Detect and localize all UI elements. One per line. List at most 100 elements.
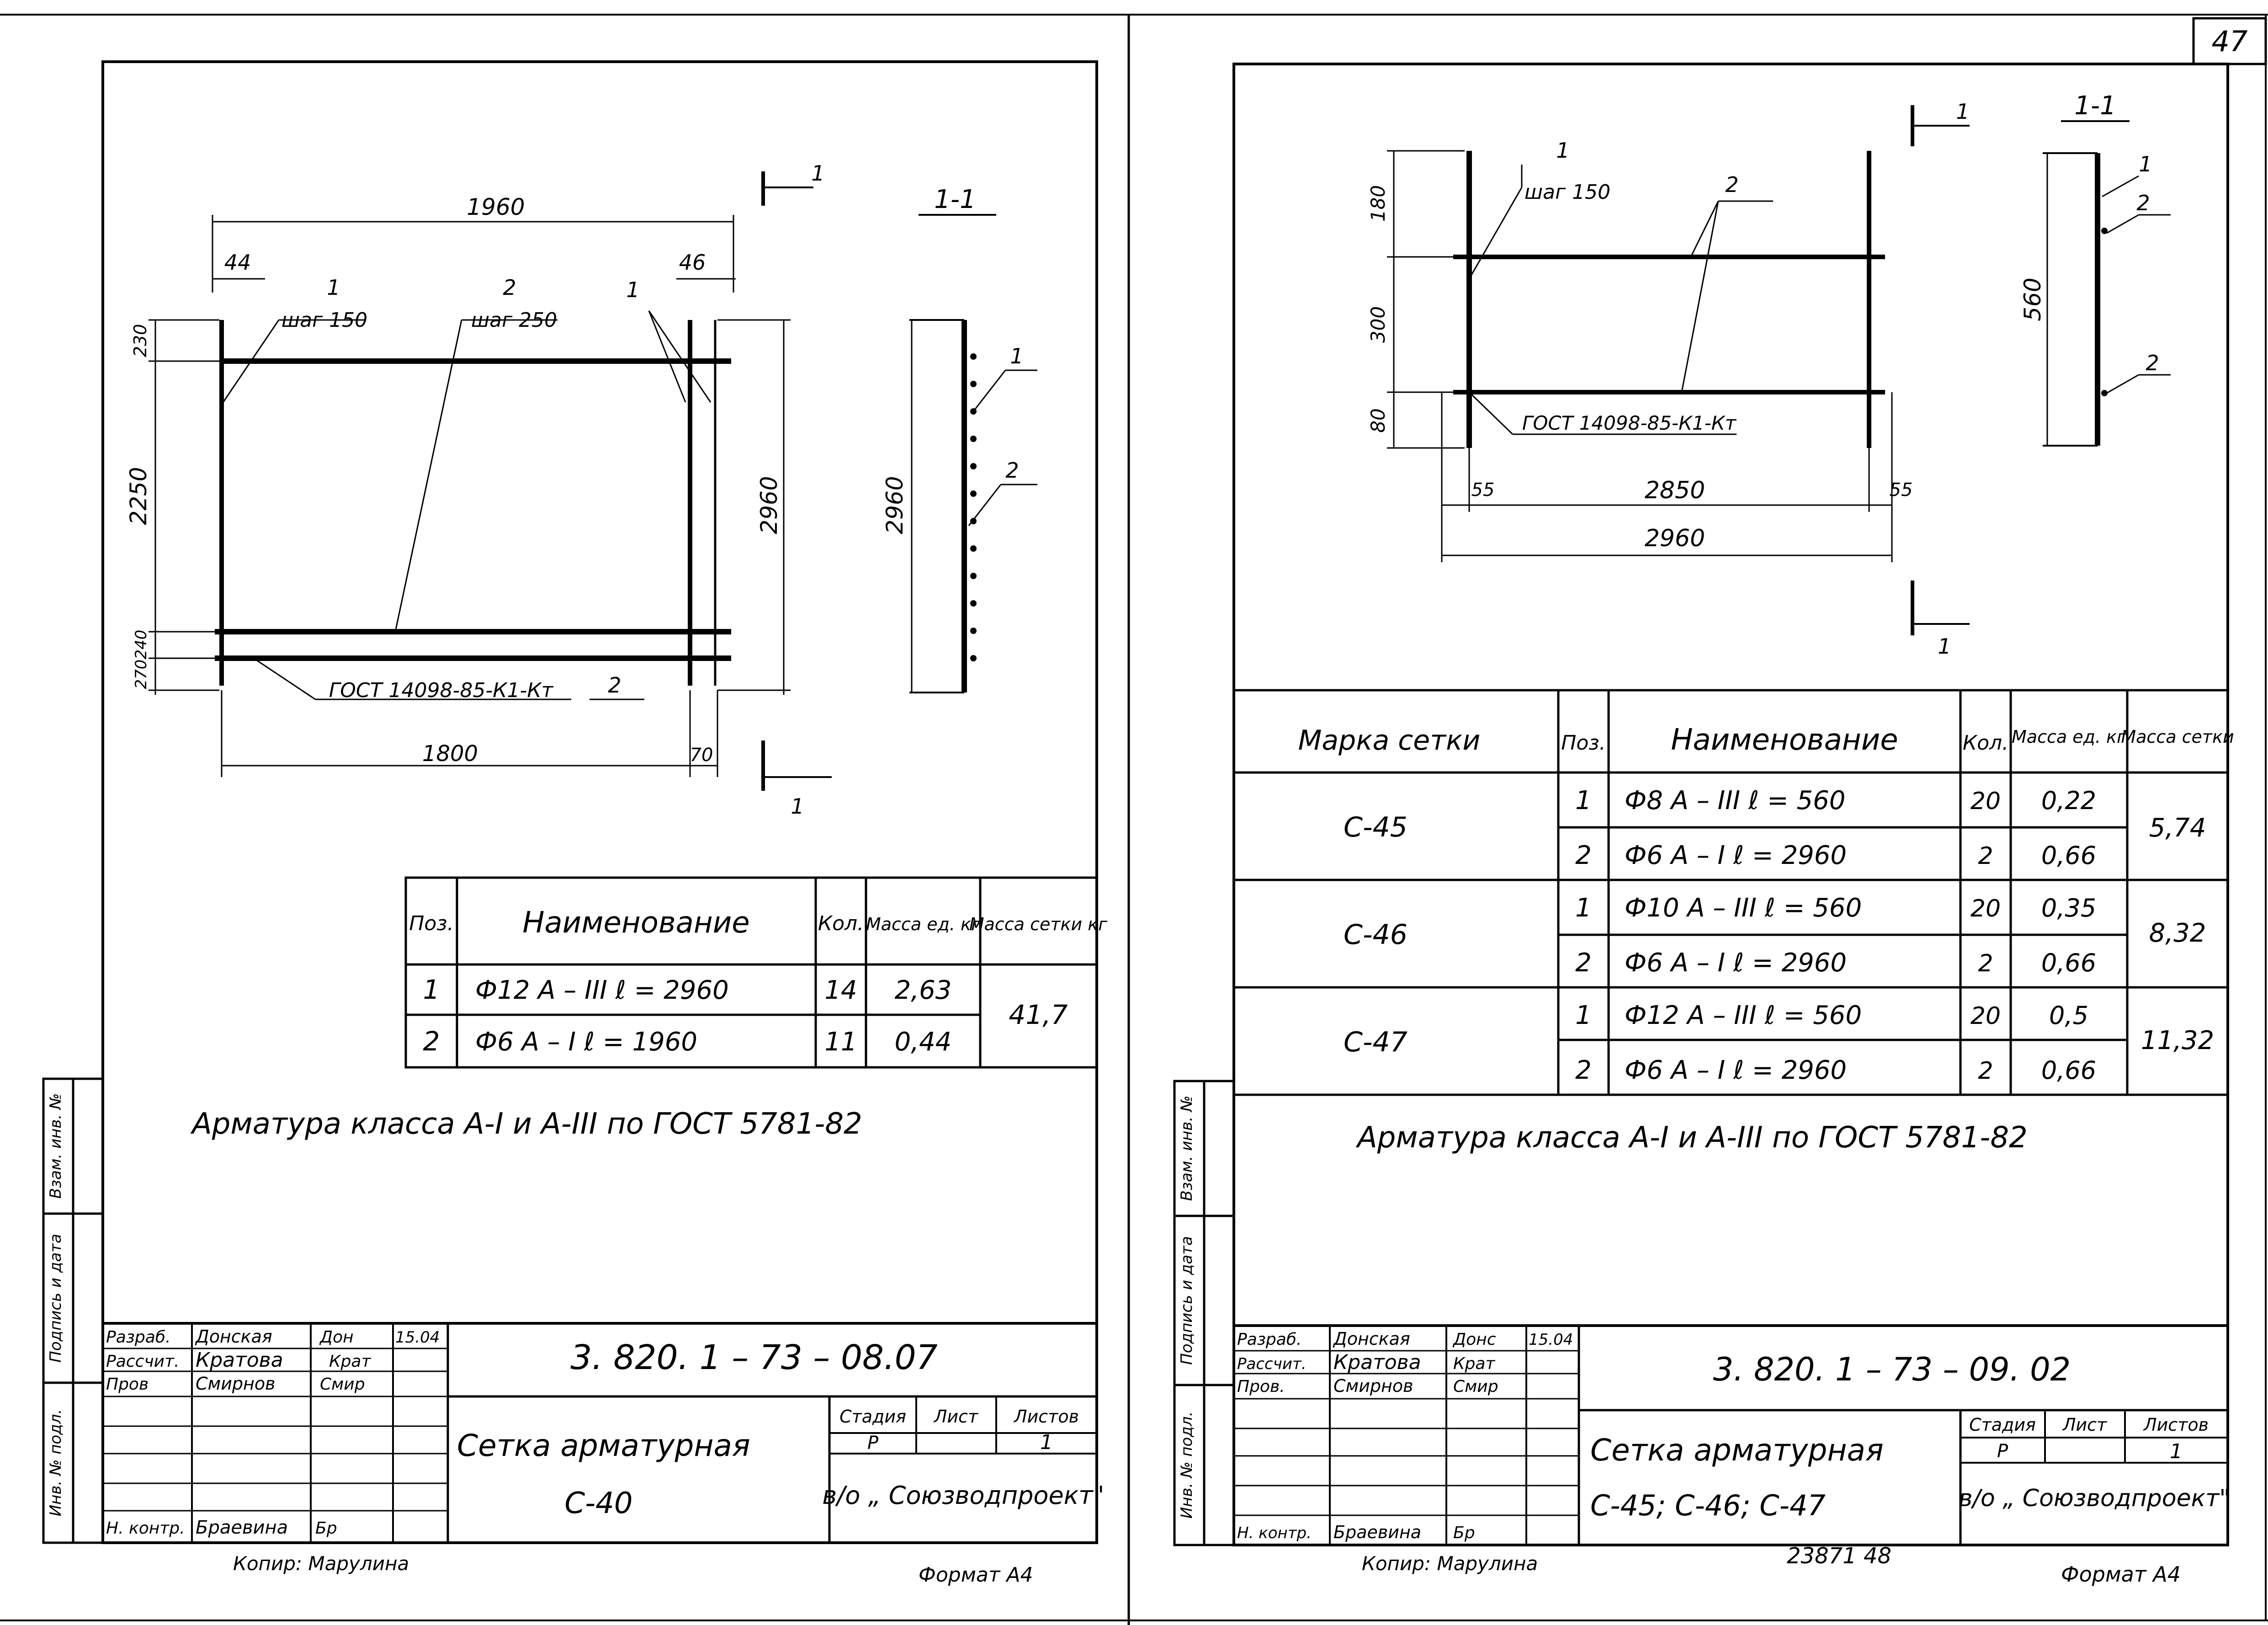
role-checked: Пров. xyxy=(1237,1377,1285,1396)
gost-label: ГОСТ 14098-85-К1-Кт xyxy=(329,679,554,702)
role-checked: Пров xyxy=(106,1375,149,1394)
stage-value: Р xyxy=(867,1433,879,1454)
cut-mark-top-label: 1 xyxy=(1956,99,1969,124)
dim-70-label: 70 xyxy=(690,745,713,766)
c47-row1-name: Ф12 А – III ℓ = 560 xyxy=(1625,1001,1862,1030)
name-developer: Донская xyxy=(195,1327,272,1347)
section-leader-2 xyxy=(2106,214,2139,234)
left-note: Арматура класса А-I и А-III по ГОСТ 5781… xyxy=(190,1107,862,1141)
sheet-header: Лист xyxy=(933,1407,979,1427)
signature-calculated: Крат xyxy=(1453,1354,1495,1373)
document-code: 3. 820. 1 – 73 – 08.07 xyxy=(570,1338,938,1377)
table-header-name: Наименование xyxy=(1671,723,1898,757)
row1-name: Ф12 А – III ℓ = 2960 xyxy=(475,975,729,1005)
table-header-pos: Поз. xyxy=(409,912,453,935)
organization: в/о „ Союзводпроект" xyxy=(1959,1485,2230,1512)
stamp-label-1: Взам. инв. № xyxy=(47,1093,65,1199)
section-pos2b-label: 2 xyxy=(2146,351,2159,375)
dim-2960-label: 2960 xyxy=(1645,525,1705,552)
section-leader-1 xyxy=(2102,175,2139,197)
c45-row2-mass: 0,66 xyxy=(2041,841,2096,870)
c46-row1-pos: 1 xyxy=(1575,893,1592,923)
c47-row2-pos: 2 xyxy=(1575,1055,1592,1085)
right-note: Арматура класса А-I и А-III по ГОСТ 5781… xyxy=(1355,1121,2028,1155)
dim-230-label: 230 xyxy=(130,324,150,357)
stamp-label-3: Инв. № подл. xyxy=(47,1409,65,1517)
dim-55-left-label: 55 xyxy=(1471,480,1495,501)
c45-row1-mass: 0,22 xyxy=(2041,786,2096,815)
c45-row2-name: Ф6 А – I ℓ = 2960 xyxy=(1625,841,1847,870)
section-dot-1 xyxy=(2101,228,2108,234)
page-number-box: 47 xyxy=(2192,17,2267,65)
table-header-pos: Поз. xyxy=(1561,731,1605,755)
dim-2850-label: 2850 xyxy=(1645,477,1705,504)
leader-pos2 xyxy=(394,320,462,632)
cut-mark-bottom-label: 1 xyxy=(791,794,804,819)
mesh-total-c47: 11,32 xyxy=(2141,1026,2214,1055)
role-developer: Разраб. xyxy=(1237,1330,1301,1349)
mesh-mark-c46: С-46 xyxy=(1344,919,1408,951)
title-line2: С-45; С-46; С-47 xyxy=(1590,1489,1826,1522)
stamp-label-1: Взам. инв. № xyxy=(1178,1096,1196,1201)
pos1-step: шаг 150 xyxy=(1524,181,1610,204)
name-developer: Донская xyxy=(1333,1329,1410,1349)
section-title: 1-1 xyxy=(934,185,976,214)
role-norm-control: Н. контр. xyxy=(106,1519,185,1538)
organization: в/о „ Союзводпроект" xyxy=(822,1481,1104,1510)
row1-pos: 1 xyxy=(423,974,440,1005)
stamp-label-3: Инв. № подл. xyxy=(1178,1412,1196,1519)
dim-44-label: 44 xyxy=(224,250,251,275)
right-stamp-column xyxy=(1173,1080,1235,1546)
dim-180-label: 180 xyxy=(1367,185,1389,222)
section-dim-label: 2960 xyxy=(882,476,908,534)
c47-row1-qty: 20 xyxy=(1971,1002,2001,1030)
c46-row2-mass: 0,66 xyxy=(2041,948,2096,977)
cut-mark-top-label: 1 xyxy=(811,161,824,186)
dim-80-label: 80 xyxy=(1367,408,1389,432)
table-header-mass: Масса ед. кг xyxy=(2012,727,2126,747)
gost-pos-label: 2 xyxy=(608,673,621,698)
pos2-label: 2 xyxy=(503,275,516,300)
mesh-total-c45: 5,74 xyxy=(2149,813,2206,843)
mesh-mark-c47: С-47 xyxy=(1344,1026,1408,1058)
table-header-mark: Марка сетки xyxy=(1298,725,1481,757)
left-title-block xyxy=(101,1322,1098,1544)
row2-pos: 2 xyxy=(423,1026,440,1057)
dim-270-label: 270 xyxy=(132,660,150,689)
row1-qty: 14 xyxy=(824,975,857,1005)
role-norm-control: Н. контр. xyxy=(1237,1524,1312,1542)
section-pos2-label: 2 xyxy=(2136,191,2150,215)
signature-calculated: Крат xyxy=(329,1352,371,1371)
name-checked: Смирнов xyxy=(196,1374,276,1394)
leader-pos1b xyxy=(648,310,686,403)
pos2-label: 2 xyxy=(1725,172,1738,197)
stamp-label-2: Подпись и дата xyxy=(1178,1236,1196,1365)
stage-value: Р xyxy=(1997,1441,2008,1462)
leader-pos1 xyxy=(221,320,280,405)
section-dot-2 xyxy=(2101,390,2108,396)
section-leader-3 xyxy=(2106,374,2139,394)
right-mesh-drawing xyxy=(1387,105,2171,635)
dim-240-label: 240 xyxy=(132,630,150,660)
role-developer: Разраб. xyxy=(106,1328,170,1347)
dim-1960-label: 1960 xyxy=(467,194,525,220)
section-dim-label: 560 xyxy=(2019,277,2046,321)
section-title: 1-1 xyxy=(2074,91,2116,121)
pos1-step: шаг 150 xyxy=(282,309,367,332)
name-checked: Смирнов xyxy=(1333,1376,1413,1396)
signature-checked: Смир xyxy=(320,1375,365,1394)
date-developer: 15.04 xyxy=(395,1328,440,1347)
c46-row2-qty: 2 xyxy=(1978,950,1993,977)
pos1b-label: 1 xyxy=(626,277,639,302)
paper-format: Формат А4 xyxy=(919,1563,1033,1587)
table-header-name: Наименование xyxy=(522,906,749,940)
c46-row2-pos: 2 xyxy=(1575,948,1592,978)
left-stamp-column xyxy=(42,1077,104,1544)
role-calculated: Рассчит. xyxy=(106,1352,179,1371)
signature-developer: Донс xyxy=(1452,1330,1496,1349)
section-pos2-label: 2 xyxy=(1005,458,1019,483)
name-norm-control: Браевина xyxy=(196,1517,288,1538)
date-developer: 15.04 xyxy=(1529,1331,1573,1349)
c45-row1-qty: 20 xyxy=(1971,788,2001,815)
